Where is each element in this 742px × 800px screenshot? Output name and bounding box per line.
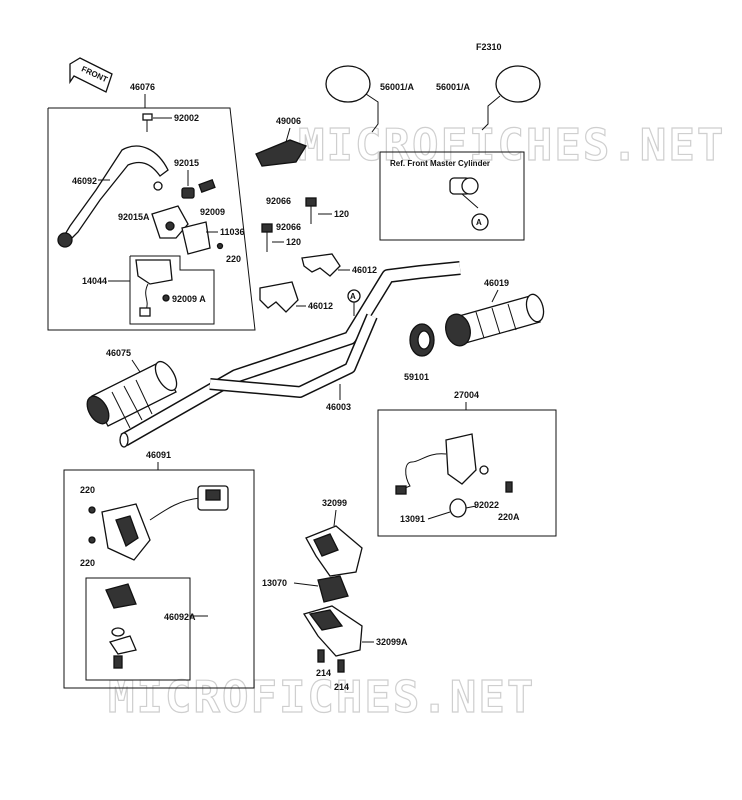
label-11036: 11036: [220, 227, 245, 237]
screw-220-upper: [88, 506, 96, 514]
label-13070: 13070: [262, 578, 287, 588]
label-214-left: 214: [316, 668, 331, 678]
label-214-right: 214: [334, 682, 349, 692]
bolt-92009: [198, 179, 216, 193]
screw-92022: [479, 465, 489, 475]
plate-13070: [317, 575, 349, 603]
label-92002: 92002: [174, 113, 199, 123]
bolt-92002: [142, 113, 153, 132]
switch-46092A: [105, 583, 137, 669]
switch-box-46092A: [85, 577, 191, 681]
bolt-92066-upper: [305, 197, 317, 224]
screw-92009A: [162, 294, 170, 302]
washer-92015: [181, 187, 195, 199]
label-56001A-left: 56001/A: [380, 82, 415, 92]
screw-220-lower: [88, 536, 96, 544]
label-46092: 46092: [72, 176, 97, 186]
switch-box-14044: [129, 255, 215, 325]
master-cylinder-clamp: [449, 177, 479, 209]
label-46075: 46075: [106, 348, 131, 358]
switch-14044: [135, 259, 173, 317]
label-32099A: 32099A: [376, 637, 408, 647]
holder-46012-upper: [301, 253, 341, 277]
screw-214-left: [317, 649, 325, 663]
label-92066-a: 92066: [266, 196, 291, 206]
label-46003: 46003: [326, 402, 351, 412]
switch-housing-box-46091: [63, 469, 255, 689]
throttle-housing-27004: [395, 433, 477, 518]
label-46091: 46091: [146, 450, 171, 460]
ref-marker-bar-text: A: [350, 292, 356, 301]
ref-marker-box-text: A: [476, 218, 482, 227]
handlebar-46003: [119, 261, 461, 448]
reservoir-cap-49006: [255, 139, 307, 167]
label-59101: 59101: [404, 372, 429, 382]
label-27004: 27004: [454, 390, 479, 400]
cable-guide-59101: [409, 323, 435, 357]
label-92015A: 92015A: [118, 212, 150, 222]
switch-housing-46091: [101, 485, 229, 561]
label-120-b: 120: [286, 237, 301, 247]
label-46012-a: 46012: [352, 265, 377, 275]
throttle-housing-box-27004: [377, 409, 557, 537]
ref-master-cylinder-box: [379, 151, 525, 241]
figure-code: F2310: [476, 42, 502, 52]
mirror-left-56001A: [325, 65, 379, 133]
screw-220: [216, 242, 224, 250]
watermark-top: MICROFICHES.NET: [298, 120, 725, 171]
washer-small: [153, 181, 163, 191]
label-46012-b: 46012: [308, 301, 333, 311]
label-220-lower: 220: [80, 558, 95, 568]
label-92009: 92009: [200, 207, 225, 217]
label-32099: 32099: [322, 498, 347, 508]
ref-marker-box: [471, 213, 489, 231]
label-13091: 13091: [400, 514, 425, 524]
label-46019: 46019: [484, 278, 509, 288]
throttle-grip-46019: [445, 293, 545, 347]
screw-220A: [505, 481, 513, 493]
grip-left-46075: [86, 360, 178, 429]
label-46076: 46076: [130, 82, 155, 92]
clutch-lever-46092: [57, 145, 169, 248]
label-56001A-right: 56001/A: [436, 82, 471, 92]
holder-46012-lower: [259, 281, 299, 313]
label-49006: 49006: [276, 116, 301, 126]
label-14044: 14044: [82, 276, 107, 286]
label-92066-b: 92066: [276, 222, 301, 232]
ref-box-title: Ref. Front Master Cylinder: [390, 159, 490, 168]
label-220-upper: 220: [80, 485, 95, 495]
cover-32099A: [302, 605, 363, 657]
label-220-top: 220: [226, 254, 241, 264]
bracket-11036: [151, 205, 211, 255]
label-120-a: 120: [334, 209, 349, 219]
lever-assembly-box: [47, 107, 256, 331]
mirror-right-56001A: [481, 65, 541, 131]
label-92015: 92015: [174, 158, 199, 168]
front-arrow-icon: FRONT: [69, 57, 113, 93]
screw-214-right: [337, 659, 345, 673]
bolt-92066-lower: [261, 223, 273, 252]
label-92009A: 92009 A: [172, 294, 206, 304]
label-46092A: 46092A: [164, 612, 196, 622]
label-92022: 92022: [474, 500, 499, 510]
label-220A: 220A: [498, 512, 520, 522]
cover-32099: [305, 525, 363, 577]
